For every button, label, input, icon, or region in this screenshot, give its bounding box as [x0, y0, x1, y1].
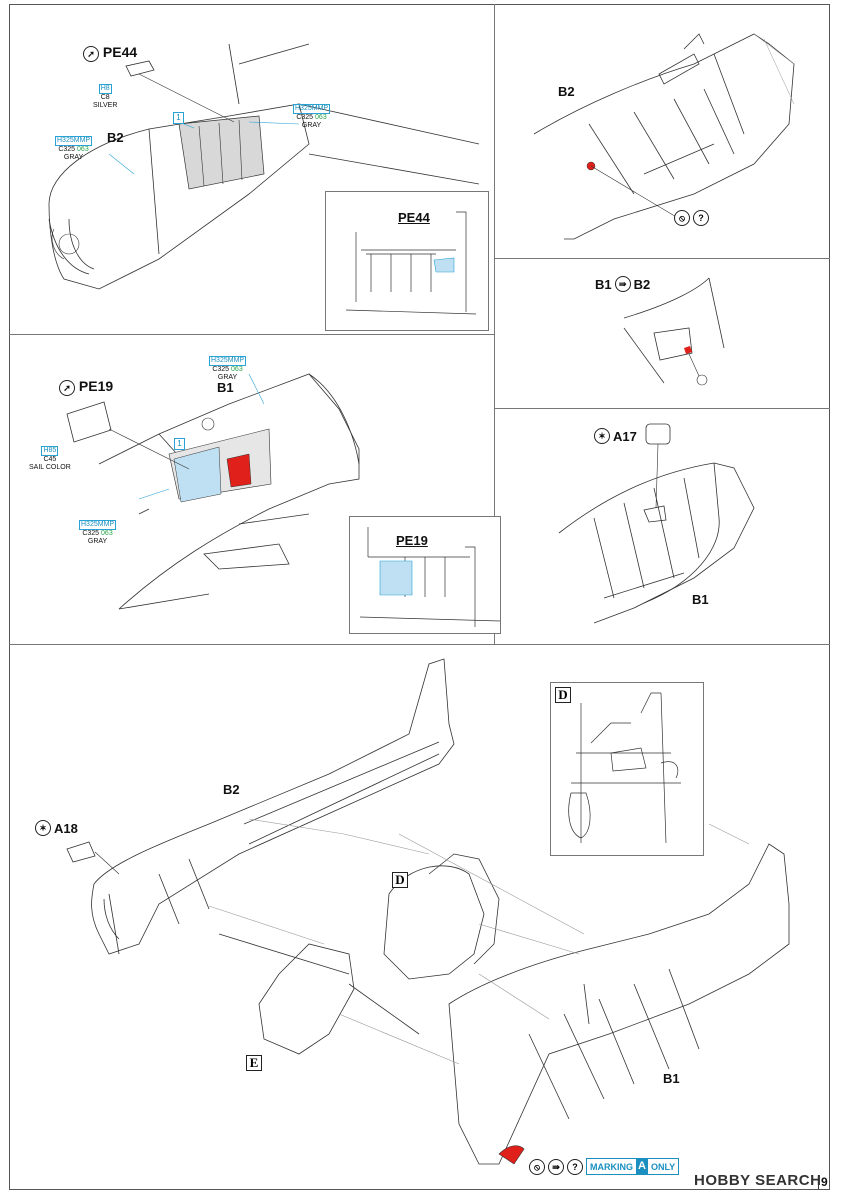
paint-code-b1-top: H325MMP C325 063 GRAY: [209, 356, 247, 381]
part-pe44-label: ➚ PE44: [83, 44, 137, 62]
pe44-part-shape: [125, 60, 155, 77]
remove-icon-2: ✶: [35, 820, 51, 836]
fuselage-drawing-b2-front: [48, 43, 480, 290]
part-b2-label-2: B2: [558, 84, 575, 99]
a17-part-shape: [645, 423, 671, 445]
inset-d-detail: D: [550, 682, 704, 856]
paint-code-b1-bottom: H325MMP C325 063 GRAY: [79, 520, 117, 545]
panel-step-pe44: ➚ PE44 B2 H8 C8 SILVER H325MMP C325 063 …: [9, 4, 495, 334]
divider-h1-right: [494, 258, 830, 259]
inset-pe19-detail: PE19: [349, 516, 501, 634]
marking-row: ⦸ ⇛ ? MARKING A ONLY: [529, 1158, 680, 1175]
subassembly-d-label: D: [392, 872, 408, 888]
pointer-icon: ➚: [83, 46, 99, 62]
part-pe19-label: ➚ PE19: [59, 378, 113, 396]
paint-code-pe19: H85 C45 SAIL COLOR: [29, 446, 71, 471]
fuselage-drawing-b2-side: [533, 33, 795, 240]
panel-step-b1-b2-cut: B1 ⇛ B2: [494, 258, 830, 408]
pointer-icon-2: ➚: [59, 380, 75, 396]
fuselage-drawing-b1-front: [66, 373, 360, 610]
panel-step-pe19: ➚ PE19 B1 H325MMP C325 063 GRAY H85 C45 …: [9, 334, 501, 644]
remove-icon: ✶: [594, 428, 610, 444]
inset-pe19-label: PE19: [396, 533, 428, 548]
inset-d-letter: D: [555, 687, 571, 703]
part-a18-label: ✶ A18: [35, 820, 78, 836]
part-b1-label: B1: [217, 380, 234, 395]
step-number-box-2: 1: [174, 438, 185, 450]
paint-code-b2-right: H325MMP C325 063 GRAY: [293, 104, 331, 129]
paint-code-pe44: H8 C8 SILVER: [93, 84, 118, 109]
part-b2-label-3: B2: [223, 782, 240, 797]
part-b1-label-2: B1: [692, 592, 709, 607]
panel-step-a17: ✶ A17 B1: [494, 408, 830, 644]
divider-h1-left: [9, 334, 495, 335]
panel-step-b2-drill: B2 ⦸ ?: [494, 4, 830, 258]
panel-main-assembly: ✶ A18 B2 B1 D E D ⦸ ⇛ ? MARKING A: [9, 644, 830, 1190]
divider-h3: [9, 644, 830, 645]
part-b1-label-3: B1: [663, 1071, 680, 1086]
pe19-part-shape: [66, 401, 112, 443]
canopy-drawing: [623, 277, 725, 386]
glue-icon: ⇛: [614, 276, 631, 292]
hobby-search-watermark: HOBBY SEARCH: [694, 1172, 822, 1189]
divider-v-top: [494, 4, 495, 644]
inset-d-drawing: [568, 692, 681, 844]
inset-pe44-label: PE44: [398, 210, 430, 225]
icon-row-drill: ⦸ ?: [674, 210, 709, 226]
step-number-box: 1: [173, 112, 184, 124]
main-assembly-drawing: [66, 658, 790, 1165]
inset-pe19-drawing: [359, 527, 501, 627]
question-icon: ?: [693, 210, 709, 226]
divider-h2-right: [494, 408, 830, 409]
drill-icon-2: ⦸: [529, 1158, 545, 1175]
question-icon-2: ?: [567, 1158, 583, 1175]
part-a17-label: ✶ A17: [594, 428, 637, 444]
inset-pe44-detail: PE44: [325, 191, 489, 331]
drill-icon: ⦸: [674, 210, 690, 226]
paint-code-b2-left: H325MMP C325 063 GRAY: [55, 136, 93, 161]
inset-pe44-drawing: [345, 211, 477, 315]
page-frame: [9, 4, 830, 1190]
marking-a-only-badge: MARKING A ONLY: [586, 1158, 680, 1175]
part-b2-label: B2: [107, 130, 124, 145]
subassembly-e-label: E: [246, 1055, 262, 1071]
a18-part-shape: [66, 841, 96, 863]
page-number: 9: [818, 1175, 828, 1189]
fuselage-drawing-a17: [558, 423, 755, 624]
merge-label: B1 ⇛ B2: [595, 276, 651, 292]
glue-icon-2: ⇛: [548, 1158, 564, 1175]
